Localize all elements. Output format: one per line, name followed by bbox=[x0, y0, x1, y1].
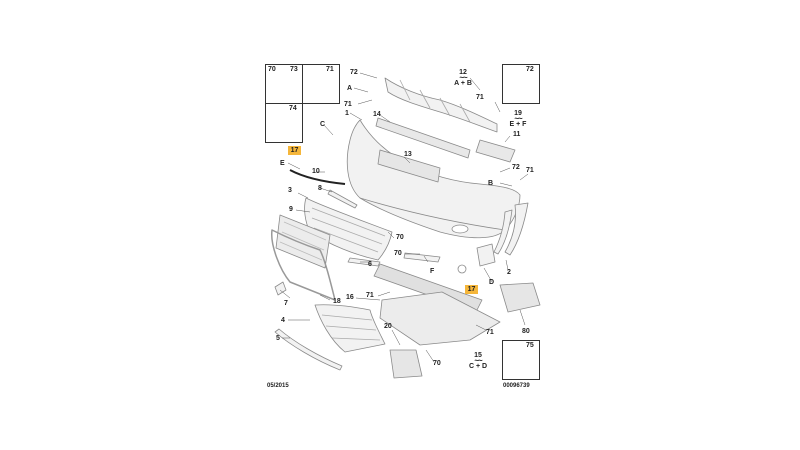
callout: 13 bbox=[404, 151, 412, 158]
callout: 72 bbox=[512, 164, 520, 171]
callout: 3 bbox=[288, 187, 292, 194]
box-number: 74 bbox=[289, 105, 297, 112]
callout: B bbox=[488, 180, 494, 187]
diagram-date: 05/2015 bbox=[267, 383, 289, 389]
wave-icon: ~~ bbox=[474, 356, 482, 365]
callout: 8 bbox=[318, 185, 322, 192]
callout: 71 bbox=[366, 292, 374, 299]
callout: 80 bbox=[522, 328, 530, 335]
callout: A bbox=[347, 85, 353, 92]
callout: 6 bbox=[368, 261, 372, 268]
box-number: 72 bbox=[526, 66, 534, 73]
callout: 14 bbox=[373, 111, 381, 118]
block-80 bbox=[499, 282, 541, 313]
callout: 70 bbox=[433, 360, 441, 367]
callout: 20 bbox=[384, 323, 392, 330]
callout: 18 bbox=[333, 298, 341, 305]
callout: 72 bbox=[350, 69, 358, 76]
callout: 16 bbox=[346, 294, 354, 301]
upper-beam bbox=[384, 77, 498, 133]
inset-box-70-73: 70 73 bbox=[265, 64, 303, 104]
inset-box-74: 74 bbox=[265, 103, 303, 143]
reference-12: 12 ~~ A + B bbox=[448, 69, 478, 87]
undertray bbox=[379, 291, 501, 346]
callout: 71 bbox=[476, 94, 484, 101]
reference-number: 12 bbox=[459, 69, 467, 76]
highlighted-label: 17 bbox=[288, 146, 301, 155]
reference-sub: C + D bbox=[468, 363, 488, 370]
lower-grille bbox=[314, 304, 386, 353]
air-guide bbox=[375, 117, 471, 159]
wave-icon: ~~ bbox=[459, 73, 467, 82]
reference-sub: A + B bbox=[454, 80, 472, 87]
callout: 1 bbox=[345, 110, 349, 117]
callout: 70 bbox=[394, 250, 402, 257]
wave-icon: ~~ bbox=[514, 114, 522, 123]
box-number: 75 bbox=[526, 342, 534, 349]
reference-19: 19 ~~ E + F bbox=[503, 110, 533, 128]
callout: E bbox=[280, 160, 285, 167]
reference-15: 15 ~~ C + D bbox=[463, 352, 493, 370]
block-20 bbox=[389, 349, 423, 379]
callout: 4 bbox=[281, 317, 285, 324]
callout: 11 bbox=[513, 131, 521, 138]
diagram-ref-code: 00096739 bbox=[503, 383, 530, 389]
reference-number: 15 bbox=[474, 352, 482, 359]
reference-sub: E + F bbox=[509, 121, 527, 128]
box-number: 70 bbox=[268, 66, 276, 73]
callout: 5 bbox=[276, 335, 280, 342]
callout: C bbox=[320, 121, 326, 128]
box-number: 71 bbox=[326, 66, 334, 73]
highlighted-label: 17 bbox=[465, 285, 478, 294]
callout: 71 bbox=[526, 167, 534, 174]
inset-box-72: 72 bbox=[502, 64, 540, 104]
reference-number: 19 bbox=[514, 110, 522, 117]
callout: 7 bbox=[284, 300, 288, 307]
callout: F bbox=[430, 268, 435, 275]
inset-box-71: 71 bbox=[302, 64, 340, 104]
callout: 70 bbox=[396, 234, 404, 241]
box-number: 73 bbox=[290, 66, 298, 73]
callout: 9 bbox=[289, 206, 293, 213]
callout: 71 bbox=[344, 101, 352, 108]
callout: D bbox=[489, 279, 495, 286]
grille-frame bbox=[271, 229, 336, 301]
callout: 71 bbox=[486, 329, 494, 336]
callout: 10 bbox=[312, 168, 320, 175]
inset-box-75: 75 bbox=[502, 340, 540, 380]
callout: 2 bbox=[507, 269, 511, 276]
